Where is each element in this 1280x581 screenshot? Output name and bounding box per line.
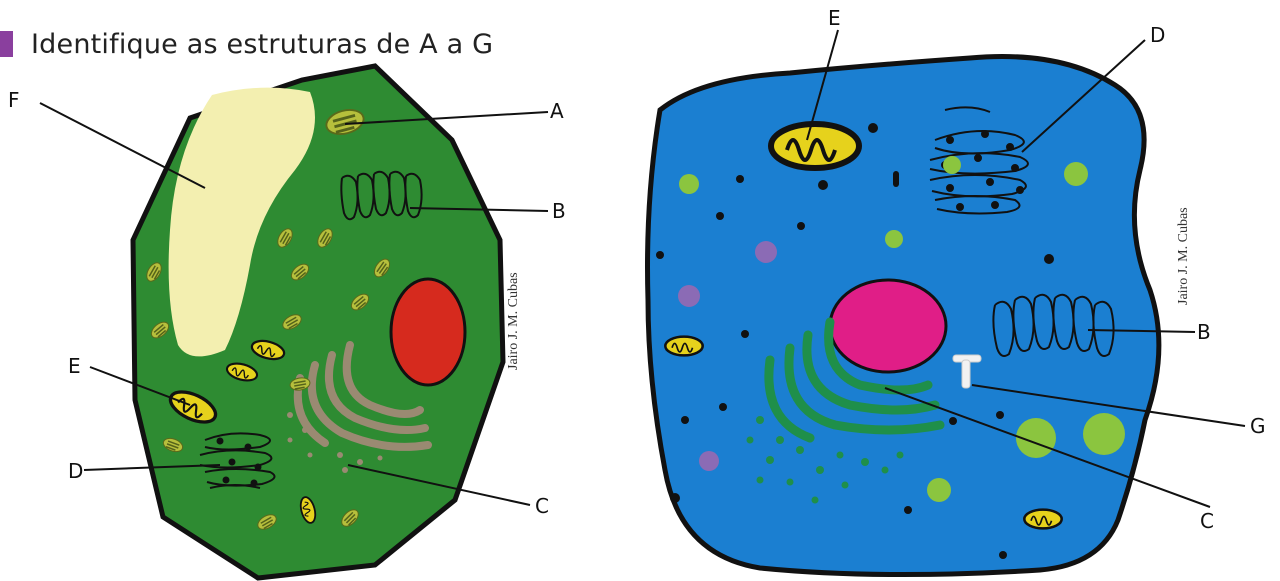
animal-label-g: G — [1250, 414, 1266, 438]
plant-label-b: B — [552, 199, 566, 223]
plant-label-d: D — [68, 459, 83, 483]
animal-cell — [648, 57, 1159, 575]
plant-image-credit: Jairo J. M. Cubas — [506, 272, 522, 370]
plant-nucleus — [391, 279, 465, 385]
animal-label-c: C — [1200, 509, 1214, 533]
animal-label-b: B — [1197, 320, 1211, 344]
animal-label-d: D — [1150, 23, 1165, 47]
plant-label-f: F — [8, 88, 20, 112]
animal-image-credit: Jairo J. M. Cubas — [1176, 207, 1192, 305]
plant-label-e: E — [68, 354, 81, 378]
animal-label-e: E — [828, 6, 841, 30]
animal-nucleus — [830, 280, 946, 372]
plant-label-a: A — [550, 99, 564, 123]
plant-label-c: C — [535, 494, 549, 518]
plant-cell — [133, 66, 503, 578]
